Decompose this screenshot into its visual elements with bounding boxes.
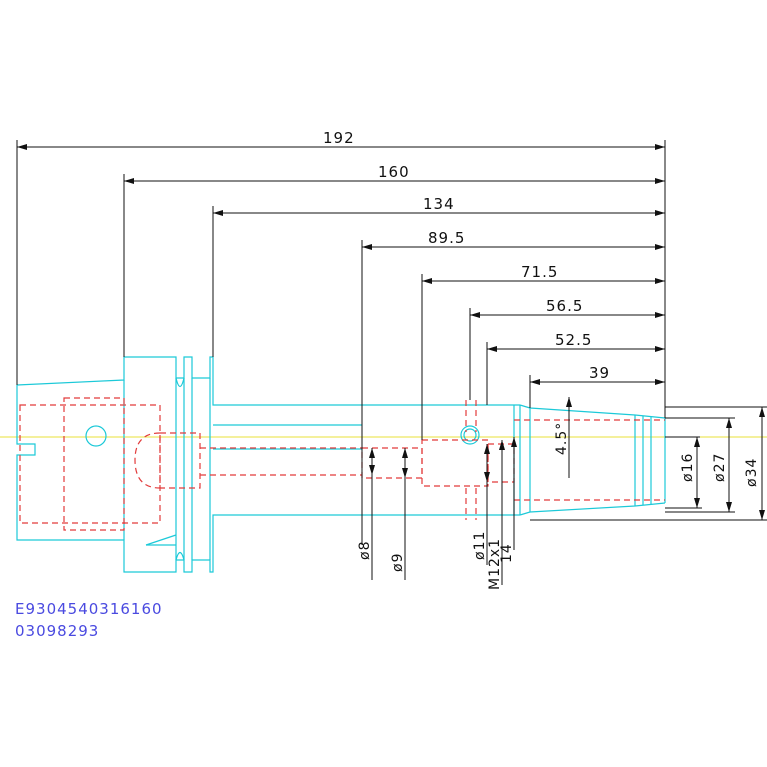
taper-angle: 4.5°	[554, 397, 572, 478]
dim-39: 39	[589, 364, 610, 382]
dim-m12x1: M12x1	[487, 538, 503, 590]
dim-71-5: 71.5	[521, 263, 558, 281]
dim-134: 134	[423, 195, 455, 213]
diameter-dimensions: ø8 ø9 ø11 M12x1 14	[357, 437, 517, 590]
angle-4-5: 4.5°	[554, 422, 570, 455]
length-dimensions: 192 160 134 89.5 71.5 56.5 52.5 39	[16, 129, 666, 545]
dim-d11: ø11	[472, 531, 488, 560]
part-code: E9304540316160	[15, 600, 163, 618]
dim-14: 14	[499, 543, 515, 563]
dim-d27: ø27	[712, 453, 728, 482]
dim-d16: ø16	[680, 453, 696, 482]
dim-52-5: 52.5	[555, 331, 592, 349]
dim-160: 160	[378, 163, 410, 181]
order-code: 03098293	[15, 622, 99, 640]
dim-d9: ø9	[390, 553, 406, 572]
dim-89-5: 89.5	[428, 229, 465, 247]
dim-d8: ø8	[357, 541, 373, 560]
dim-d34: ø34	[744, 458, 760, 487]
nose-diameter-dimensions: ø16 ø27 ø34	[530, 406, 767, 521]
holder-outline	[16, 356, 666, 573]
dim-192: 192	[323, 129, 355, 147]
dim-56-5: 56.5	[546, 297, 583, 315]
